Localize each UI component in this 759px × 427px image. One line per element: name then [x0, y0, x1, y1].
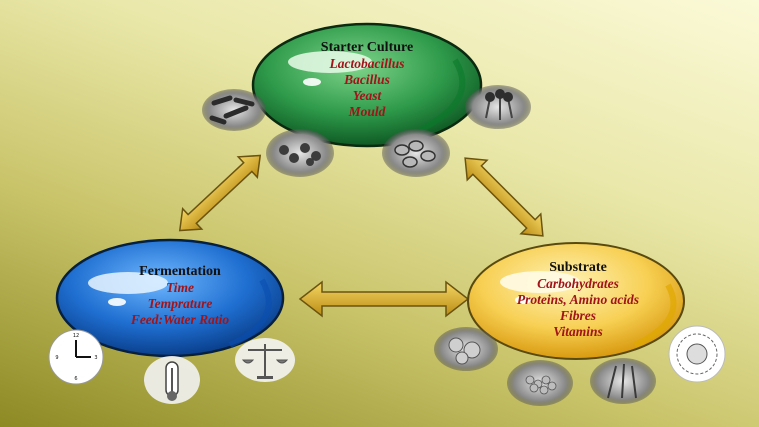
arrow-starter-fermentation — [178, 154, 262, 232]
fermentation-text: Fermentation Time Temprature Feed:Water … — [90, 264, 270, 328]
substrate-node — [467, 242, 685, 360]
bacteria-rods-icon — [202, 89, 266, 131]
svg-text:6: 6 — [74, 376, 77, 382]
thermometer-icon — [144, 356, 200, 404]
svg-text:12: 12 — [73, 333, 79, 339]
svg-text:9: 9 — [55, 355, 58, 361]
fermentation-item-feed-water-ratio: Feed:Water Ratio — [130, 312, 230, 327]
mould-spores-icon — [465, 85, 531, 129]
substrate-text: Substrate Carbohydrates Proteins, Amino … — [498, 260, 658, 340]
fermentation-node — [55, 238, 285, 358]
starter-culture-node — [251, 22, 483, 148]
yeast-cells-icon — [382, 129, 450, 177]
starter-item-yeast: Yeast — [352, 88, 382, 103]
arrow-starter-substrate — [464, 157, 544, 237]
starter-item-lactobacillus: Lactobacillus — [329, 56, 405, 71]
substrate-item-vitamins: Vitamins — [553, 324, 603, 339]
substrate-item-fibres: Fibres — [559, 308, 596, 323]
fermentation-item-time: Time — [166, 280, 194, 295]
arrow-fermentation-substrate — [298, 280, 470, 318]
substrate-item-proteins: Proteins, Amino acids — [516, 292, 640, 307]
starter-item-mould: Mould — [348, 104, 386, 119]
starter-culture-title: Starter Culture — [320, 40, 414, 55]
substrate-item-carbohydrates: Carbohydrates — [537, 276, 619, 291]
svg-text:3: 3 — [94, 355, 97, 361]
wheat-icon — [590, 358, 656, 404]
fermentation-item-temprature: Temprature — [147, 296, 213, 311]
substrate-title: Substrate — [549, 260, 607, 275]
fermentation-title: Fermentation — [139, 264, 221, 279]
bacteria-chain-icon — [266, 129, 334, 177]
clock-icon: 12 3 6 9 — [48, 329, 104, 385]
seeds-icon — [507, 360, 573, 406]
balance-scale-icon — [235, 338, 295, 382]
nutrient-chart-icon — [668, 325, 726, 383]
starter-culture-text: Starter Culture Lactobacillus Bacillus Y… — [287, 40, 447, 120]
starter-item-bacillus: Bacillus — [344, 72, 390, 87]
grain-icon — [434, 327, 498, 371]
